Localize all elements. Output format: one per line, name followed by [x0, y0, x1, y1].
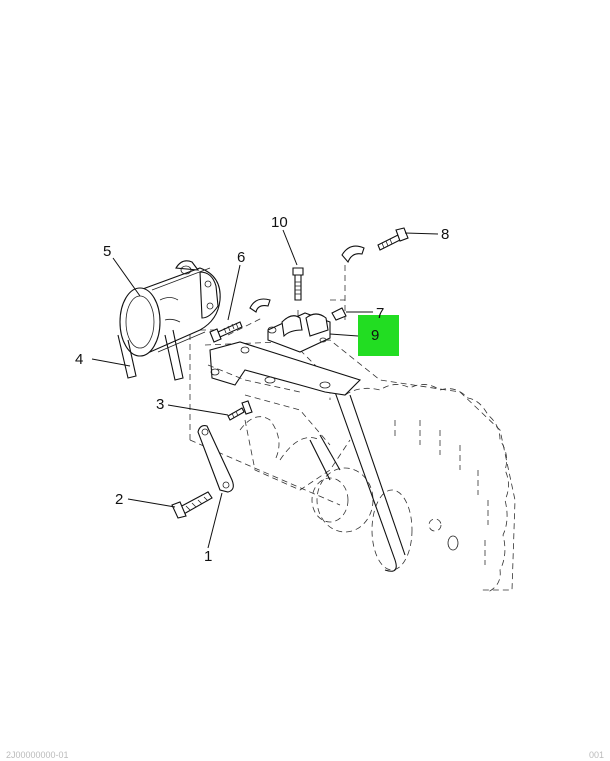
support-bracket	[267, 312, 331, 353]
highlight-box	[358, 315, 399, 356]
callout-3[interactable]: 3	[156, 396, 164, 413]
stud	[331, 307, 347, 321]
callout-labels: 1 2 3 4 5 6 7 8 9 10	[75, 214, 449, 565]
pivot-bolt	[171, 491, 213, 519]
callout-7[interactable]: 7	[376, 305, 384, 322]
callout-1[interactable]: 1	[204, 548, 212, 565]
drive-belt	[309, 391, 406, 572]
callout-9[interactable]: 9	[371, 327, 379, 344]
spacer-shell-left	[249, 298, 271, 313]
adjust-bolt	[227, 400, 253, 421]
adjusting-strap	[197, 425, 234, 493]
callout-5[interactable]: 5	[103, 243, 111, 260]
vertical-bolt	[292, 267, 304, 301]
callout-2[interactable]: 2	[115, 491, 123, 508]
callout-6[interactable]: 6	[237, 249, 245, 266]
footer-id: 2J00000000-01	[6, 750, 69, 760]
leader-lines	[91, 229, 439, 549]
engine-outline	[189, 265, 516, 593]
bracket-bolt-8	[377, 227, 409, 251]
callout-4[interactable]: 4	[75, 351, 83, 368]
mounting-bracket	[207, 341, 362, 396]
callout-8[interactable]: 8	[441, 226, 449, 243]
callout-10[interactable]: 10	[271, 214, 288, 231]
compressor-belt	[117, 329, 184, 381]
ac-compressor	[119, 260, 221, 357]
spacer-shell-right	[341, 245, 365, 264]
bracket-bolt-6	[209, 321, 243, 343]
footer-page: 001	[588, 750, 604, 760]
